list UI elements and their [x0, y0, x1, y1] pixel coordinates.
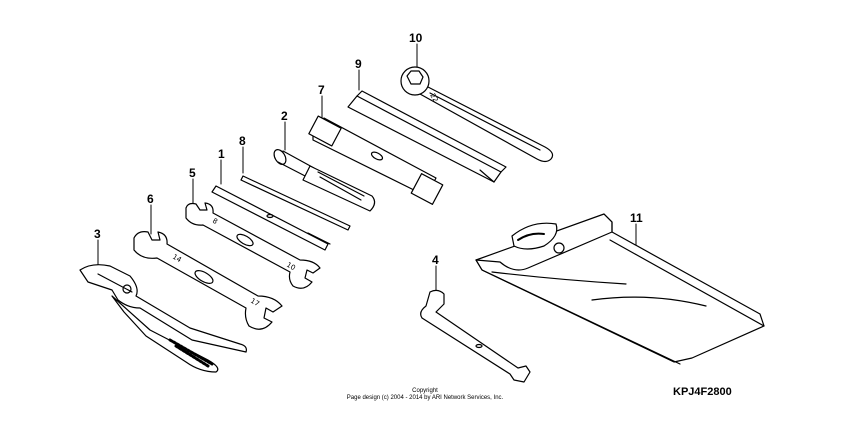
callout-7: 7	[318, 83, 325, 97]
diagram-code: KPJ4F2800	[673, 386, 732, 398]
callout-5: 5	[189, 166, 196, 180]
wrench10-size-mark: 22	[428, 92, 439, 104]
callout-4: 4	[432, 253, 439, 267]
wrench5-size-mark-b: 10	[285, 261, 297, 272]
callout-8: 8	[239, 134, 246, 148]
open-wrench-8x10	[185, 202, 321, 289]
wrench6-size-mark-b: 17	[249, 297, 261, 308]
callout-9: 9	[355, 57, 362, 71]
box-wrench	[308, 115, 444, 205]
ring-wrench-22	[400, 66, 554, 163]
callout-11: 11	[630, 211, 643, 225]
copyright-line-1: Copyright	[412, 388, 438, 394]
wrench6-size-mark-a: 14	[171, 253, 183, 265]
pliers	[79, 264, 247, 373]
callout-3: 3	[94, 227, 101, 241]
handle-bar	[347, 90, 507, 183]
shaft-rod	[240, 175, 351, 231]
pin-spanner	[420, 289, 531, 383]
tool-pouch	[475, 213, 765, 365]
callout-2: 2	[281, 109, 288, 123]
copyright-line-2: Page design (c) 2004 - 2014 by ARI Netwo…	[346, 394, 504, 401]
copyright-notice: Copyright Page design (c) 2004 - 2014 by…	[0, 388, 850, 402]
screwdriver	[273, 149, 376, 212]
callout-10: 10	[409, 31, 423, 45]
leader-lines	[97, 43, 637, 293]
callout-1: 1	[218, 147, 225, 161]
wrench5-size-mark-a: 8	[211, 217, 219, 226]
open-wrench-14x17	[133, 231, 283, 330]
screwdriver-bit	[211, 185, 331, 251]
callout-6: 6	[147, 192, 154, 206]
